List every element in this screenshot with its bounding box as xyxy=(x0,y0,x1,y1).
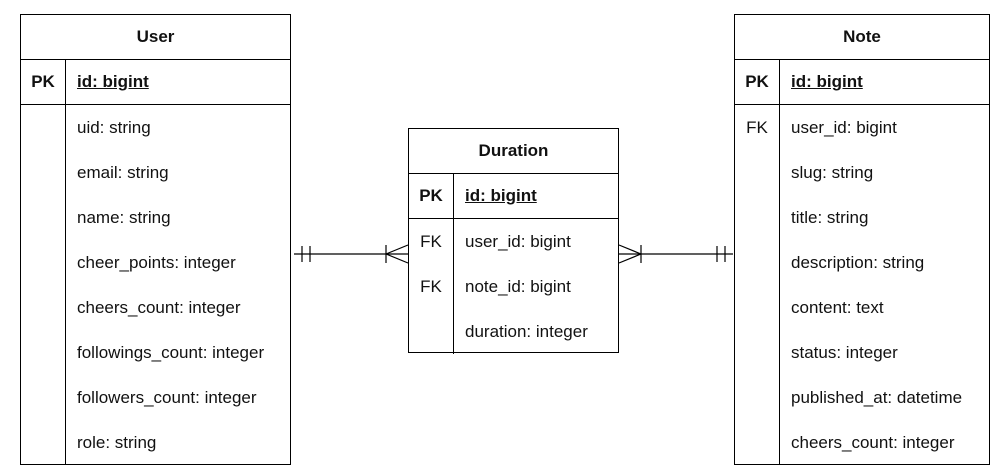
key-cell: FK xyxy=(420,276,442,296)
entity-duration: Duration PK id: bigint FK FK user_id: bi… xyxy=(408,128,619,354)
field-title: title: string xyxy=(791,207,869,227)
field-role: role: string xyxy=(77,432,157,452)
key-column: FK xyxy=(735,105,780,465)
field-followers-count: followers_count: integer xyxy=(77,387,257,407)
entity-title: Duration xyxy=(409,129,618,174)
field-column: user_id: bigint note_id: bigint duration… xyxy=(454,219,588,354)
pk-label: PK xyxy=(735,60,780,104)
field-column: user_id: bigint slug: string title: stri… xyxy=(780,105,962,465)
key-cell: FK xyxy=(420,231,442,251)
crows-foot-prong xyxy=(385,244,409,255)
field-note-id: note_id: bigint xyxy=(465,276,571,296)
pk-field: id: bigint xyxy=(77,72,149,91)
entity-body: FK FK user_id: bigint note_id: bigint du… xyxy=(409,219,618,354)
pk-field: id: bigint xyxy=(465,186,537,205)
field-uid: uid: string xyxy=(77,117,151,137)
relationship-user-duration xyxy=(294,244,409,264)
crows-foot-prong xyxy=(385,253,409,264)
entity-body: FK user_id: bigint slug: string title: s… xyxy=(735,105,989,465)
pk-field: id: bigint xyxy=(791,72,863,91)
primary-key-row: PK id: bigint xyxy=(21,60,290,105)
field-published-at: published_at: datetime xyxy=(791,387,963,407)
field-description: description: string xyxy=(791,252,925,272)
pk-label: PK xyxy=(409,174,454,218)
field-content: content: text xyxy=(791,297,884,317)
field-slug: slug: string xyxy=(791,162,874,182)
crows-foot-prong xyxy=(618,253,642,264)
primary-key-row: PK id: bigint xyxy=(735,60,989,105)
entity-body: uid: string email: string name: string c… xyxy=(21,105,290,465)
field-email: email: string xyxy=(77,162,169,182)
field-column: uid: string email: string name: string c… xyxy=(66,105,264,465)
field-cheers-count: cheers_count: integer xyxy=(791,432,955,452)
field-cheers-count: cheers_count: integer xyxy=(77,297,241,317)
field-followings-count: followings_count: integer xyxy=(77,342,265,362)
field-user-id: user_id: bigint xyxy=(791,117,897,137)
entity-note: Note PK id: bigint FK user_id: bigint sl… xyxy=(734,14,990,465)
crows-foot-prong xyxy=(618,244,642,255)
field-duration: duration: integer xyxy=(465,321,588,341)
field-name: name: string xyxy=(77,207,171,227)
primary-key-row: PK id: bigint xyxy=(409,174,618,219)
field-cheer-points: cheer_points: integer xyxy=(77,252,236,272)
entity-title: User xyxy=(21,15,290,60)
key-column xyxy=(21,105,66,465)
entity-user: User PK id: bigint uid: string email: st… xyxy=(20,14,291,465)
field-user-id: user_id: bigint xyxy=(465,231,571,251)
field-status: status: integer xyxy=(791,342,898,362)
key-cell: FK xyxy=(746,117,768,137)
key-column: FK FK xyxy=(409,219,454,354)
pk-label: PK xyxy=(21,60,66,104)
entity-title: Note xyxy=(735,15,989,60)
relationship-note-duration xyxy=(618,244,733,264)
